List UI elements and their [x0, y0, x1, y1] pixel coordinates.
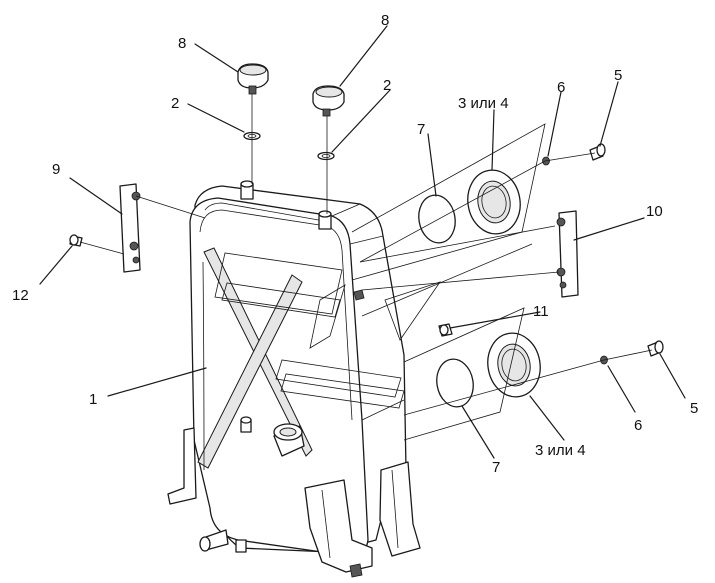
gasket-ring-upper	[418, 194, 456, 244]
filler-cap-right	[312, 85, 345, 117]
flange-plate-lower	[487, 332, 541, 398]
bolt-small-right	[438, 323, 453, 337]
mounting-bracket-right	[379, 461, 421, 557]
filler-neck	[273, 423, 305, 457]
callout-5-upper: 5	[614, 67, 622, 84]
filler-cap-left	[237, 63, 269, 95]
mounting-bracket-left	[167, 427, 197, 505]
callout-3-or-4-lower: 3 или 4	[535, 442, 586, 459]
gasket-ring-lower	[436, 358, 474, 408]
clamp-bracket-left	[119, 183, 141, 273]
callout-2-left: 2	[171, 95, 179, 112]
leader-lines	[39, 25, 686, 459]
tank-body	[167, 180, 421, 578]
callout-8-left: 8	[178, 35, 186, 52]
callout-6-lower: 6	[634, 417, 642, 434]
callout-3-or-4-upper: 3 или 4	[458, 95, 509, 112]
callout-7-upper: 7	[417, 121, 425, 138]
bolt-lower	[647, 340, 664, 357]
callout-5-lower: 5	[690, 400, 698, 417]
callout-8-right: 8	[381, 12, 389, 29]
seal-ring-right	[317, 151, 335, 161]
callout-9: 9	[52, 161, 60, 178]
callout-12: 12	[12, 287, 29, 304]
top-boss-left	[240, 180, 254, 200]
top-boss-right	[318, 210, 332, 230]
callout-2-right: 2	[383, 77, 391, 94]
callout-1: 1	[89, 391, 97, 408]
flange-plate-upper	[467, 169, 521, 235]
bolt-upper	[589, 143, 606, 161]
callout-11: 11	[533, 303, 549, 320]
bolt-small-left	[69, 234, 83, 247]
section-view-arrows	[214, 252, 442, 409]
callout-6-upper: 6	[557, 79, 565, 96]
callout-10: 10	[646, 203, 663, 220]
callout-7-lower: 7	[492, 459, 500, 476]
clamp-bracket-right	[556, 210, 579, 298]
bottom-pipe	[199, 529, 247, 553]
drain-fitting	[240, 416, 252, 433]
mounting-bracket-front	[304, 479, 373, 578]
